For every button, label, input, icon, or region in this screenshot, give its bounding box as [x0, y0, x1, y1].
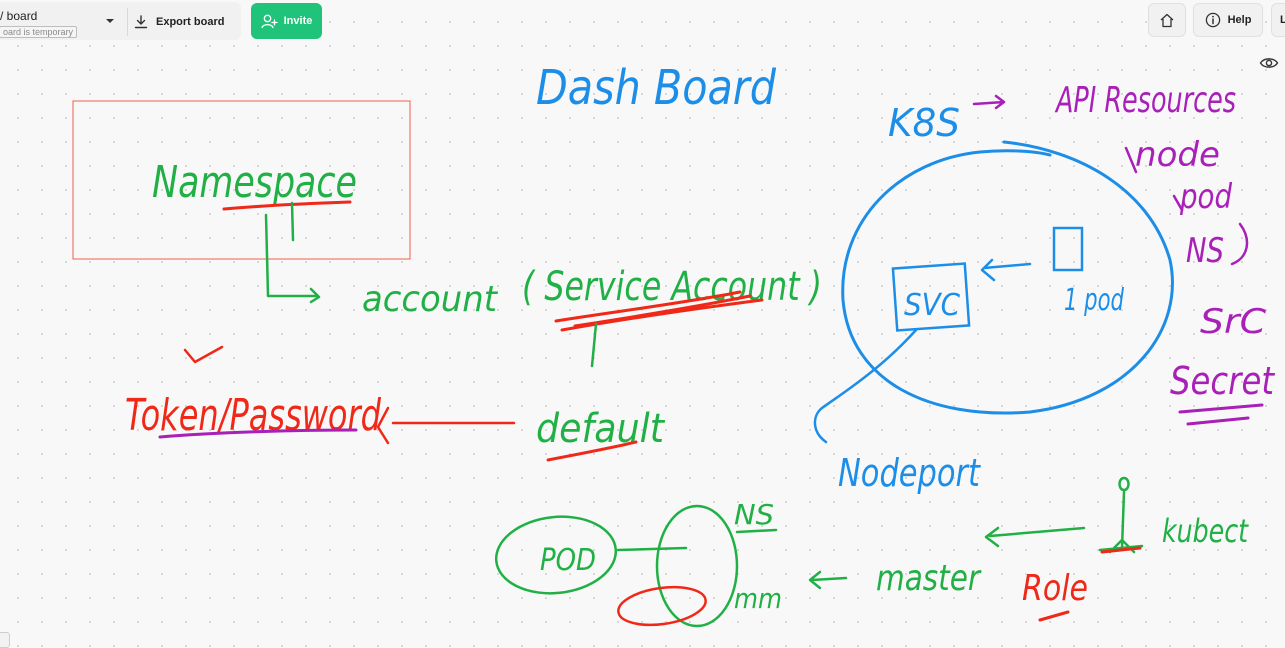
toolbar-divider — [127, 8, 128, 36]
api-resources-text: API Resources — [1055, 80, 1236, 121]
svc-box[interactable] — [891, 262, 971, 332]
board-title-text: Dash Board — [536, 60, 776, 116]
k8s-text: K8S — [888, 101, 960, 145]
role-underline — [1038, 610, 1070, 622]
node-ellipse[interactable] — [655, 504, 739, 628]
account-text: account — [362, 279, 499, 320]
token-underline — [158, 428, 358, 439]
token-checkmark — [183, 345, 224, 364]
pod-text: 1 pod — [1064, 283, 1125, 318]
default-underline — [546, 440, 638, 462]
default-text: default — [536, 406, 665, 452]
svc-text: SVC — [904, 288, 960, 323]
service-account-to-default-line — [590, 322, 598, 368]
board-name: / board — [0, 9, 38, 23]
kubectl-person-icon — [1098, 476, 1144, 554]
home-icon — [1160, 13, 1174, 27]
pod-to-svc-arrow — [980, 258, 1032, 282]
kubectl-to-master-arrow — [984, 526, 1086, 548]
toolbar-overflow-button[interactable]: L — [1271, 3, 1285, 37]
api-item-pod: pod — [1179, 177, 1232, 217]
export-board-label: Export board — [156, 16, 225, 28]
master-to-mm-arrow — [808, 570, 848, 590]
k8s-arrow — [972, 94, 1006, 110]
namespace-tick — [290, 201, 295, 242]
export-board-button[interactable]: Export board — [134, 9, 224, 35]
secret-underline — [1178, 403, 1264, 426]
token-password-text: Token/Password — [125, 390, 382, 441]
namespace-to-account-arrow — [264, 213, 321, 304]
pod-to-node-line — [616, 546, 688, 552]
nodeport-text: Nodeport — [838, 451, 982, 495]
mm-text: mm — [734, 582, 782, 615]
api-item-src: SrC — [1200, 302, 1266, 342]
default-to-token-arrow — [376, 406, 516, 445]
api-item-secret: Secret — [1170, 359, 1276, 403]
chevron-down-icon[interactable] — [104, 16, 116, 26]
help-label: Help — [1227, 14, 1252, 26]
add-user-icon — [260, 14, 278, 28]
pod-box[interactable] — [1052, 226, 1084, 272]
svc-to-nodeport-line — [813, 328, 918, 444]
board-temporary-note: oard is temporary — [0, 26, 78, 38]
cluster-circle[interactable] — [841, 140, 1174, 415]
namespace-box[interactable] — [72, 100, 411, 260]
pod-bottom-text: POD — [540, 543, 596, 578]
help-button[interactable]: Help — [1193, 3, 1263, 37]
service-account-underline — [554, 290, 764, 332]
invite-button[interactable]: Invite — [251, 3, 322, 39]
role-text: Role — [1022, 568, 1088, 609]
pod-ellipse[interactable] — [492, 511, 619, 599]
api-bracket — [1124, 146, 1249, 266]
namespace-text: Namespace — [152, 157, 357, 208]
invite-label: Invite — [283, 15, 313, 27]
ns-bottom-text: NS — [734, 498, 774, 531]
home-button[interactable] — [1148, 3, 1186, 37]
master-text: master — [876, 558, 982, 599]
download-icon — [134, 15, 148, 29]
info-icon — [1205, 12, 1220, 28]
kubectl-text: kubect — [1162, 512, 1249, 550]
kubectl-red-mark — [1100, 546, 1142, 554]
api-item-node: node — [1135, 135, 1220, 175]
eye-icon[interactable] — [1259, 56, 1279, 70]
red-oval — [617, 585, 707, 627]
api-item-ns: NS — [1186, 231, 1224, 271]
board-menu[interactable]: / board oard is temporary Export board — [0, 2, 241, 40]
ns-connector — [735, 528, 778, 534]
